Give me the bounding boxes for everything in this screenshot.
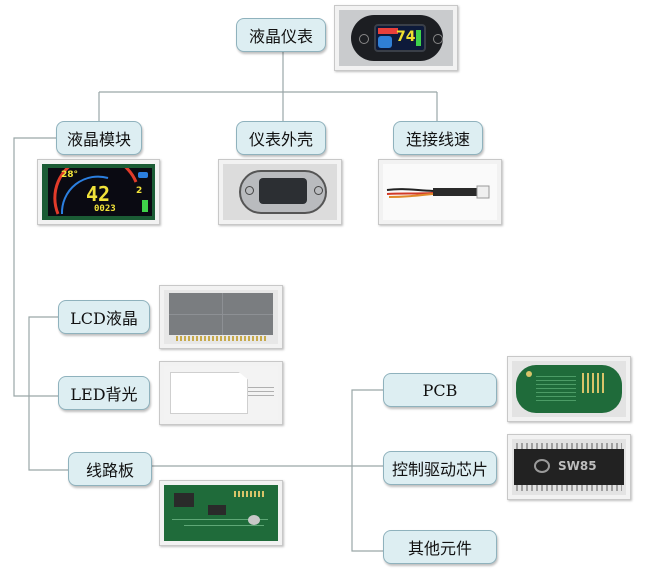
lcd-module-node: 液晶模块	[56, 121, 142, 155]
battery-icon	[142, 200, 148, 212]
lcd-glass-node: LCD液晶	[58, 300, 150, 334]
cable-photo	[378, 159, 502, 225]
housing-photo	[218, 159, 342, 225]
lcd-module-photo: 28° 42 2 0023	[37, 159, 160, 225]
dashboard-speed-readout: 74	[396, 29, 416, 45]
odometer-readout: 0023	[94, 204, 116, 214]
other-parts-node: 其他元件	[383, 530, 497, 564]
driver-chip-photo: SW85	[507, 434, 631, 500]
circuit-board-node: 线路板	[68, 452, 152, 486]
dashboard-photo: 74	[334, 5, 458, 71]
housing-node: 仪表外壳	[236, 121, 326, 155]
driver-chip-node: 控制驱动芯片	[383, 451, 497, 485]
circuit-board-photo	[159, 480, 283, 546]
cable-node: 连接线速	[393, 121, 483, 155]
pcb-node: PCB	[383, 373, 497, 407]
gear-readout: 2	[136, 186, 143, 196]
lcd-glass-photo	[159, 285, 283, 349]
cable-icon	[386, 185, 490, 199]
headlight-icon	[138, 172, 148, 178]
root-node: 液晶仪表	[236, 18, 326, 52]
speed-arc-icon	[53, 168, 138, 215]
backlight-photo	[159, 361, 283, 425]
temperature-readout: 28°	[61, 170, 79, 180]
chip-logo-icon	[534, 459, 550, 473]
pcb-photo	[507, 356, 631, 422]
chip-marking: SW85	[558, 459, 597, 473]
speed-readout: 42	[86, 182, 111, 206]
backlight-node: LED背光	[58, 376, 150, 410]
